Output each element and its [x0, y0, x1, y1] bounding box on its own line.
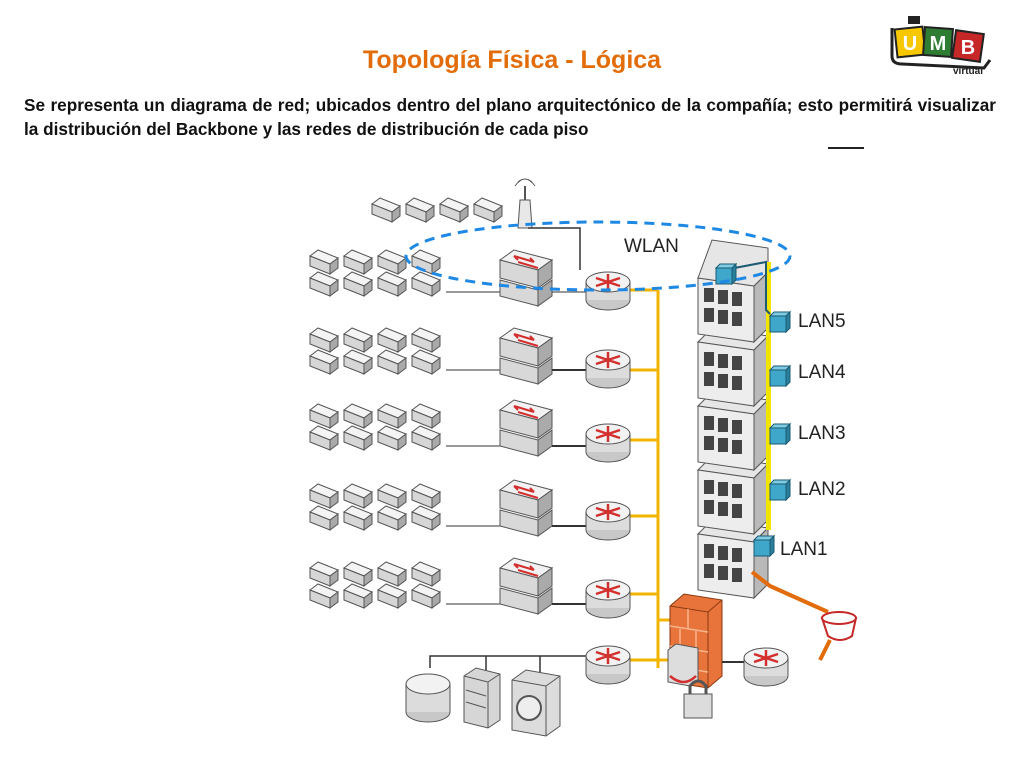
page-title: Topología Física - Lógica [362, 46, 662, 74]
wireless-access-point-icon [514, 178, 581, 270]
lock-icon [683, 679, 713, 719]
switch-icon [499, 327, 553, 385]
switch-icon [499, 399, 553, 457]
lan3-node-icon [769, 423, 791, 445]
lan-nodes [715, 260, 791, 557]
uplink-cable [750, 570, 858, 661]
router-icon [584, 578, 632, 620]
logo-letter-u: U [903, 33, 917, 55]
router-icon [584, 500, 632, 542]
lan2-node-icon [769, 479, 791, 501]
lan5-label: LAN5 [798, 311, 846, 332]
switch-icon [499, 479, 553, 537]
server-farm [405, 644, 632, 737]
lan2-label: LAN2 [798, 479, 846, 500]
lan1-node-icon [753, 535, 775, 557]
edge-router-icon [742, 646, 790, 688]
lan3-label: LAN3 [798, 423, 846, 444]
security-appliance-icon [667, 643, 699, 687]
logo-letter-b: B [961, 37, 975, 59]
server-rack-icon [463, 667, 501, 729]
lan1-label: LAN1 [780, 539, 828, 560]
wlan-zone [404, 220, 792, 292]
router-icon [584, 422, 632, 464]
logo-subtext: virtual [953, 66, 983, 76]
lan4-node-icon [769, 365, 791, 387]
wlan-label: WLAN [624, 236, 679, 257]
floor-row-1 [310, 557, 632, 620]
lan4-label: LAN4 [798, 362, 846, 383]
router-icon [584, 348, 632, 390]
switch-icon [499, 249, 553, 307]
server-icon [511, 669, 561, 737]
umb-virtual-logo: U M B virtual [890, 16, 992, 76]
wireless-clients [371, 197, 503, 223]
floor-row-3 [310, 399, 632, 464]
router-icon [584, 644, 632, 686]
floor-row-4 [310, 327, 632, 390]
switch-icon [499, 557, 553, 615]
lan5-node-icon [769, 311, 791, 333]
floor-row-2 [310, 479, 632, 542]
description-text: Se representa un diagrama de red; ubicad… [24, 95, 996, 139]
logo-letter-m: M [930, 33, 947, 55]
floor-row-5 [310, 249, 632, 312]
database-icon [405, 673, 451, 723]
